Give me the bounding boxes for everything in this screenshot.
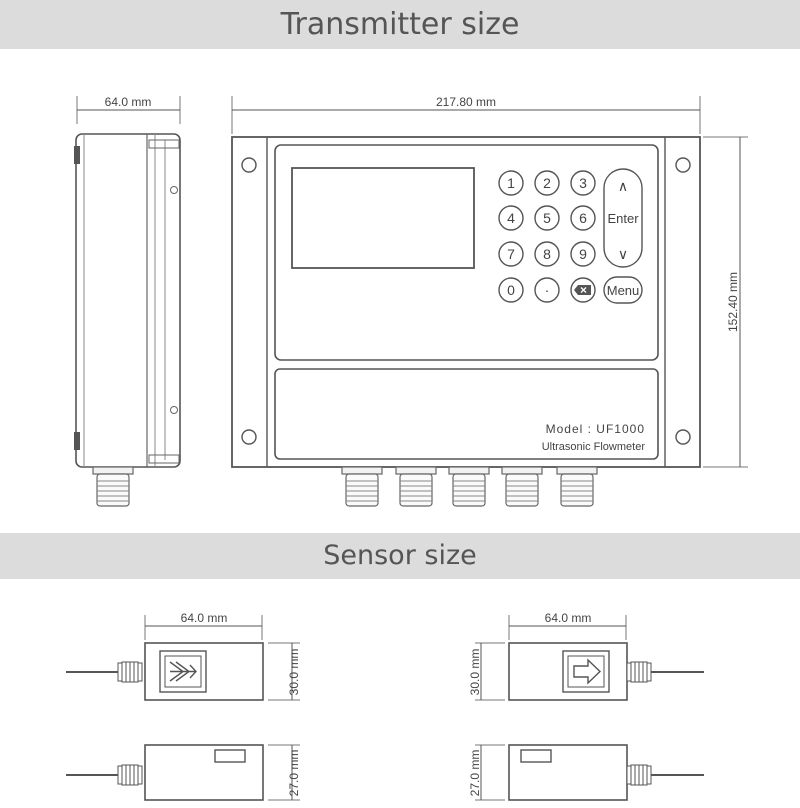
sensor-side-height-dimension: 27.0 mm <box>287 750 301 797</box>
front-width-dimension: 217.80 mm <box>436 95 496 109</box>
svg-text:·: · <box>545 282 550 298</box>
svg-text:4: 4 <box>507 210 515 226</box>
backspace-key[interactable] <box>570 277 596 303</box>
transmitter-front-view: 217.80 mm 152.40 mm 1 2 3 4 5 6 7 8 9 0 … <box>231 95 748 507</box>
sensor-size-heading: Sensor size <box>0 533 800 579</box>
key-9[interactable]: 9 <box>570 241 596 267</box>
svg-text:8: 8 <box>543 246 551 262</box>
mounting-hole <box>241 429 257 445</box>
svg-text:1: 1 <box>507 175 515 191</box>
transmitter-side-view: 64.0 mm <box>74 95 181 507</box>
backspace-icon <box>574 285 591 295</box>
transmitter-size-heading: Transmitter size <box>0 0 800 49</box>
sensor-width-dimension: 64.0 mm <box>181 611 228 625</box>
svg-text:3: 3 <box>579 175 587 191</box>
front-height-dimension: 152.40 mm <box>726 272 740 332</box>
svg-text:2: 2 <box>543 175 551 191</box>
key-3[interactable]: 3 <box>570 170 596 196</box>
key-decimal-point[interactable]: · <box>534 277 560 303</box>
mounting-hole <box>241 157 257 173</box>
cable-glands <box>341 466 598 507</box>
svg-text:6: 6 <box>579 210 587 226</box>
sensor-right-side-view: 27.0 mm <box>468 744 704 801</box>
sensor-right-top-view: 64.0 mm 30.0 mm <box>468 611 704 701</box>
key-8[interactable]: 8 <box>534 241 560 267</box>
sensor-top-height-dimension: 30.0 mm <box>468 649 482 696</box>
svg-text:7: 7 <box>507 246 515 262</box>
svg-text:9: 9 <box>579 246 587 262</box>
menu-key[interactable]: Menu <box>603 276 643 304</box>
svg-text:Menu: Menu <box>607 283 640 298</box>
mounting-hole <box>675 429 691 445</box>
side-width-dimension: 64.0 mm <box>105 95 152 109</box>
key-7[interactable]: 7 <box>498 241 524 267</box>
up-key-label: ∧ <box>618 178 628 194</box>
key-2[interactable]: 2 <box>534 170 560 196</box>
sensor-left-side-view: 27.0 mm <box>66 744 301 801</box>
key-0[interactable]: 0 <box>498 277 524 303</box>
svg-text:5: 5 <box>543 210 551 226</box>
product-label: Ultrasonic Flowmeter <box>542 441 646 453</box>
arrow-flow-icon <box>164 655 202 688</box>
terminal-cover <box>274 368 659 460</box>
model-label: Model : UF1000 <box>546 422 645 436</box>
sensor-side-height-dimension: 27.0 mm <box>468 750 482 797</box>
key-4[interactable]: 4 <box>498 205 524 231</box>
lcd-display <box>291 167 475 269</box>
sensor-width-dimension: 64.0 mm <box>545 611 592 625</box>
sensor-left-top-view: 64.0 mm 30.0 mm <box>66 611 301 701</box>
down-key-label: ∨ <box>618 246 628 262</box>
key-5[interactable]: 5 <box>534 205 560 231</box>
key-1[interactable]: 1 <box>498 170 524 196</box>
enter-key-label: Enter <box>607 211 639 226</box>
sensor-top-height-dimension: 30.0 mm <box>287 649 301 696</box>
arrow-right-icon <box>567 655 605 688</box>
enter-up-down-key[interactable]: ∧ Enter ∨ <box>603 168 643 268</box>
key-6[interactable]: 6 <box>570 205 596 231</box>
mounting-hole <box>675 157 691 173</box>
svg-text:0: 0 <box>507 282 515 298</box>
keypad: 1 2 3 4 5 6 7 8 9 0 · ∧ Enter ∨ <box>498 168 643 304</box>
